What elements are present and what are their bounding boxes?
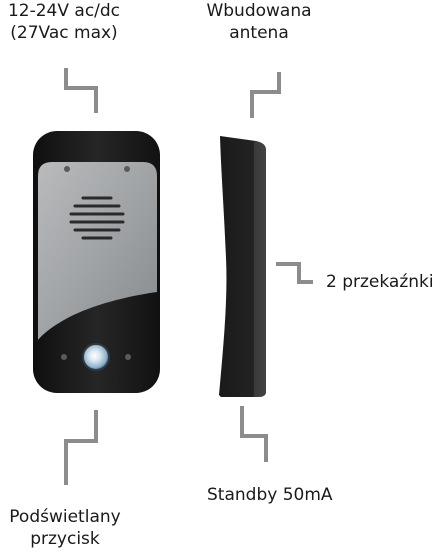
power-label: 12-24V ac/dc (27Vac max) [0,0,128,44]
relays-label: 2 przekaźnki [326,272,434,292]
button-label-line2: przycisk [30,529,100,549]
indicator-dot [64,166,70,172]
intercom-front-view [33,131,160,393]
button-label: Podświetlany przycisk [0,506,130,550]
leader-power [64,68,98,113]
indicator-dot [124,166,130,172]
indicator-dot [125,354,131,360]
speaker-grille-icon [69,196,125,240]
standby-label: Standby 50mA [207,485,333,505]
intercom-side-view [219,136,266,397]
leader-antenna [250,72,281,118]
leader-standby [240,406,268,462]
antenna-label: Wbudowana antena [205,0,313,44]
power-label-line2: (27Vac max) [10,23,118,43]
leader-button [64,410,98,485]
side-edge [254,141,266,397]
leader-relays [276,262,313,284]
illuminated-button-icon [82,343,110,371]
indicator-dot [61,354,67,360]
front-silver-panel [38,162,157,340]
power-label-line1: 12-24V ac/dc [7,1,121,21]
antenna-label-line1: Wbudowana [206,1,312,21]
button-label-line1: Podświetlany [9,507,121,527]
antenna-label-line2: antena [229,23,289,43]
